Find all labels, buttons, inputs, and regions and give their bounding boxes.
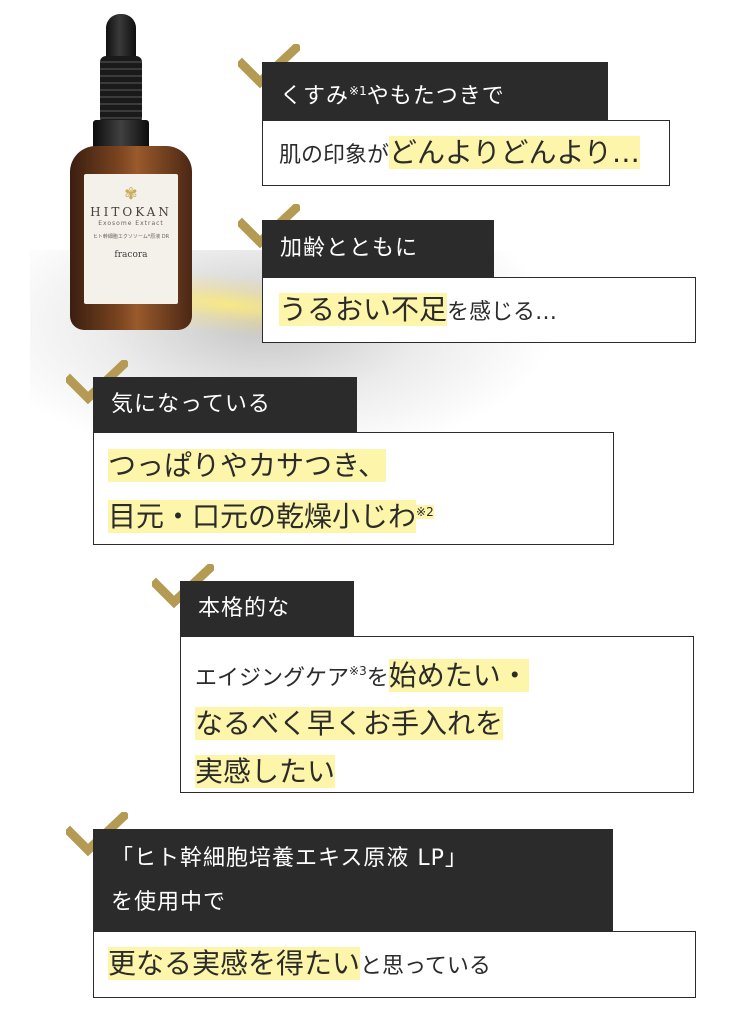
body-highlight-text: どんよりどんより… bbox=[389, 136, 640, 169]
concern-header-3: 気になっている bbox=[93, 377, 357, 433]
concern-header-1: くすみ※1やもたつきで bbox=[262, 62, 608, 120]
concern-body-5: 更なる実感を得たいと思っている bbox=[93, 931, 696, 998]
check-mark-icon bbox=[152, 564, 214, 608]
header-text: 本格的な bbox=[198, 596, 291, 621]
footnote-mark: ※1 bbox=[349, 84, 367, 98]
body-plain-text: と思っている bbox=[360, 954, 491, 979]
header-text: 加齢とともに bbox=[280, 236, 419, 261]
body-highlight-text-1: 始めたい・ bbox=[388, 659, 529, 692]
body-plain-text: を感じる… bbox=[447, 300, 558, 325]
body-plain-text-2: を bbox=[366, 666, 389, 691]
header-text: 気になっている bbox=[111, 392, 271, 417]
body-highlight-line-3: 実感したい bbox=[195, 755, 336, 788]
flower-logo-icon: ✾ bbox=[124, 184, 138, 203]
body-highlight-line-2: なるべく早くお手入れを bbox=[195, 707, 504, 740]
header-text: くすみ bbox=[280, 84, 350, 109]
concern-body-2: うるおい不足を感じる… bbox=[262, 277, 696, 343]
body-highlight-text: 更なる実感を得たい bbox=[108, 947, 361, 980]
label-subtitle: Exosome Extract bbox=[98, 220, 164, 227]
concern-header-4: 本格的な bbox=[180, 581, 354, 637]
body-plain-text: 肌の印象が bbox=[279, 143, 390, 168]
check-mark-icon bbox=[66, 812, 128, 856]
concern-header-2: 加齢とともに bbox=[262, 220, 494, 278]
check-mark-icon bbox=[66, 360, 128, 404]
dropper-tip bbox=[106, 14, 136, 64]
body-highlight-line-2: 目元・口元の乾燥小じわ bbox=[108, 500, 417, 533]
header-text-rest: やもたつきで bbox=[366, 84, 505, 109]
body-highlight-text: うるおい不足 bbox=[279, 293, 448, 326]
dropper-bulb bbox=[100, 56, 142, 124]
footnote-mark: ※3 bbox=[349, 664, 367, 678]
label-brand: HITOKAN bbox=[90, 205, 172, 219]
check-mark-icon bbox=[238, 204, 300, 248]
concern-body-3: つっぱりやカサつき、 目元・口元の乾燥小じわ※2 bbox=[93, 432, 614, 545]
label-small-text: ヒト幹細胞エクソソーム*原液 DR bbox=[92, 234, 170, 240]
body-plain-text: エイジングケア bbox=[195, 666, 350, 691]
concern-body-4: エイジングケア※3を始めたい・ なるべく早くお手入れを 実感したい bbox=[180, 636, 694, 793]
body-highlight-line-1: つっぱりやカサつき、 bbox=[108, 449, 387, 482]
concern-header-5: 「ヒト幹細胞培養エキス原液 LP」 を使用中で bbox=[93, 829, 613, 931]
product-bottle-image: ✾ HITOKAN Exosome Extract ヒト幹細胞エクソソーム*原液… bbox=[66, 14, 196, 334]
footnote-mark: ※2 bbox=[416, 505, 434, 519]
header-line-1: 「ヒト幹細胞培養エキス原液 LP」 bbox=[111, 846, 468, 871]
label-maker: fracora bbox=[114, 250, 148, 260]
header-line-2: を使用中で bbox=[111, 890, 227, 915]
bottle-label: ✾ HITOKAN Exosome Extract ヒト幹細胞エクソソーム*原液… bbox=[84, 174, 178, 304]
check-mark-icon bbox=[238, 44, 300, 88]
concern-body-1: 肌の印象がどんよりどんより… bbox=[262, 120, 670, 186]
